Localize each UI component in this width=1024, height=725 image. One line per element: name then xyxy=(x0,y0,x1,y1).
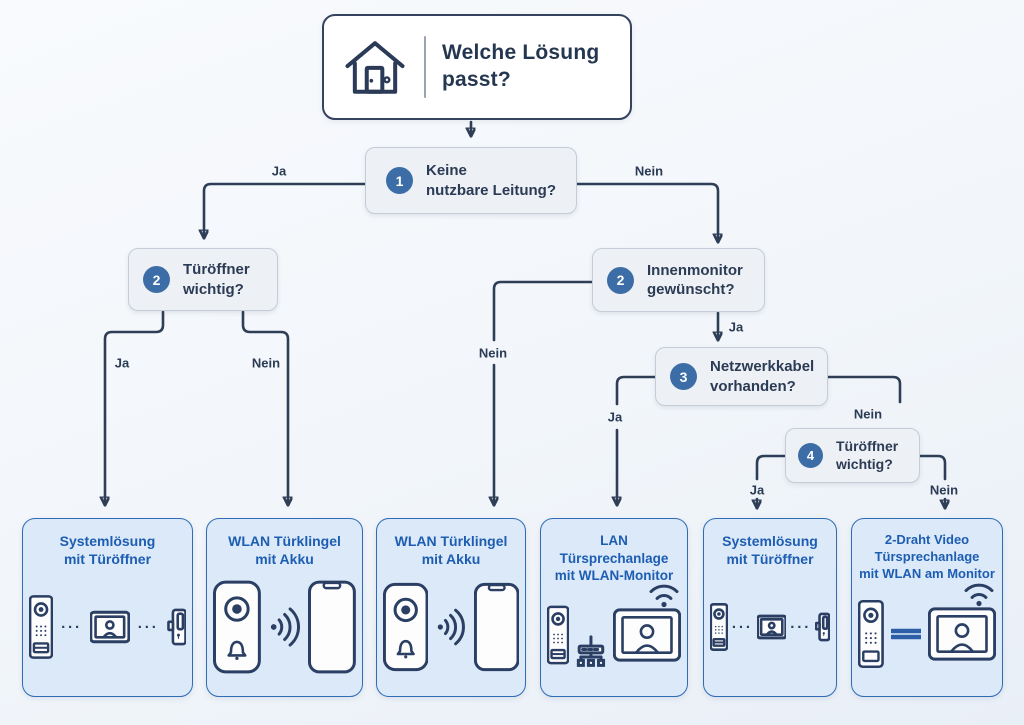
outcome-title: WLAN Türklingel mit Akku xyxy=(228,533,341,568)
edge-label-nein: Nein xyxy=(853,406,883,422)
edge-d1-nein xyxy=(575,182,718,240)
doorbell-icon xyxy=(383,576,428,678)
step-number-badge: 2 xyxy=(143,266,170,293)
smartphone-icon xyxy=(474,576,519,678)
outcome-icons xyxy=(858,583,996,686)
decision-question: Netzwerkkabel vorhanden? xyxy=(710,358,815,395)
doorbell-icon xyxy=(213,575,261,679)
edge-label-nein: Nein xyxy=(251,355,281,371)
page-title: Welche Lösung passt? xyxy=(442,41,600,91)
connection-dots-icon: ··· xyxy=(790,618,812,636)
header-card: Welche Lösung passt? xyxy=(322,14,632,120)
step-number-badge: 1 xyxy=(386,167,413,194)
edge-d3-ja-upper xyxy=(615,375,657,406)
decision-question: Türöffner wichtig? xyxy=(836,437,899,472)
connection-dots-icon: ··· xyxy=(61,618,83,636)
decision-node-2-left: 2 Türöffner wichtig? xyxy=(128,248,278,311)
house-icon xyxy=(342,36,408,98)
outcome-title: LAN Türsprechanlage mit WLAN-Monitor xyxy=(554,533,674,584)
outcome-icons xyxy=(547,585,681,686)
outcome-lan-tuersprechanlage: LAN Türsprechanlage mit WLAN-Monitor xyxy=(540,518,688,697)
header-divider xyxy=(424,36,426,98)
door-lock-icon xyxy=(815,594,830,660)
edge-label-ja: Ja xyxy=(271,163,287,179)
door-station-icon xyxy=(547,585,569,685)
outcome-wlan-tuerklingel-2: WLAN Türklingel mit Akku xyxy=(376,518,526,697)
decision-question: Keine nutzbare Leitung? xyxy=(426,162,556,199)
edge-label-ja: Ja xyxy=(749,482,765,498)
outcome-icons xyxy=(213,568,356,686)
outcome-title: Systemlösung mit Türöffner xyxy=(722,533,818,568)
outcome-title: WLAN Türklingel mit Akku xyxy=(394,533,508,568)
door-lock-icon xyxy=(167,589,186,665)
outcome-title: 2-Draht Video Türsprechanlage mit WLAN a… xyxy=(859,532,995,581)
step-number-badge: 4 xyxy=(798,443,823,468)
decision-node-1: 1 Keine nutzbare Leitung? xyxy=(365,147,577,214)
indoor-monitor-icon xyxy=(757,605,786,649)
step-number-badge: 3 xyxy=(670,363,697,390)
connection-dots-icon: ··· xyxy=(137,618,159,636)
outcome-2draht-video: 2-Draht Video Türsprechanlage mit WLAN a… xyxy=(851,518,1003,697)
edge-d4-ja-upper xyxy=(755,454,787,481)
connection-dots-icon: ··· xyxy=(731,618,753,636)
outcome-systemloesung-tueroeffner-1: Systemlösung mit Türöffner ··· ··· xyxy=(22,518,193,697)
door-station-icon xyxy=(858,587,884,681)
wireless-waves-icon xyxy=(438,601,465,653)
two-wire-icon xyxy=(891,623,921,645)
network-switch-icon xyxy=(575,625,607,679)
door-station-icon xyxy=(710,579,728,675)
edge-d3-nein xyxy=(826,375,902,404)
outcome-wlan-tuerklingel-1: WLAN Türklingel mit Akku xyxy=(206,518,363,697)
door-station-icon xyxy=(29,573,53,681)
decision-node-2-right: 2 Innenmonitor gewünscht? xyxy=(592,248,765,312)
wifi-icon xyxy=(960,581,998,607)
outcome-title: Systemlösung mit Türöffner xyxy=(59,533,156,568)
outcome-icons: ··· ··· xyxy=(710,568,830,686)
edge-label-ja: Ja xyxy=(607,409,623,425)
wireless-waves-icon xyxy=(270,600,300,654)
decision-question: Türöffner wichtig? xyxy=(183,261,250,298)
step-number-badge: 2 xyxy=(607,266,634,294)
edge-d2r-nein-upper xyxy=(492,280,594,342)
edge-label-nein: Nein xyxy=(478,345,508,361)
smartphone-icon xyxy=(308,575,356,679)
edge-d2l-ja xyxy=(105,310,165,503)
outcome-icons: ··· ··· xyxy=(29,568,186,686)
decision-node-4: 4 Türöffner wichtig? xyxy=(785,428,920,483)
wlan-monitor-icon xyxy=(613,608,681,662)
indoor-monitor-icon xyxy=(90,601,130,653)
wifi-icon xyxy=(645,582,683,608)
edge-d1-ja xyxy=(204,182,367,236)
edge-label-ja: Ja xyxy=(114,355,130,371)
edge-d2l-nein xyxy=(241,310,288,503)
edge-d4-nein-upper xyxy=(918,454,947,481)
decision-question: Innenmonitor gewünscht? xyxy=(647,261,743,298)
edge-label-ja: Ja xyxy=(728,319,744,335)
edge-label-nein: Nein xyxy=(634,163,664,179)
outcome-icons xyxy=(383,568,519,686)
decision-node-3: 3 Netzwerkkabel vorhanden? xyxy=(655,347,828,406)
wlan-monitor-icon xyxy=(928,607,996,661)
outcome-systemloesung-tueroeffner-2: Systemlösung mit Türöffner ··· ··· xyxy=(703,518,837,697)
edge-label-nein: Nein xyxy=(929,482,959,498)
